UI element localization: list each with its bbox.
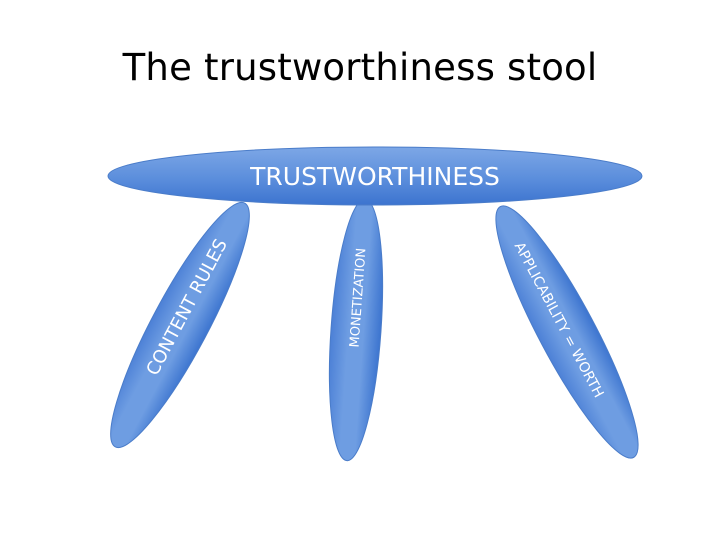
seat-label: TRUSTWORTHINESS: [249, 162, 500, 191]
leg-applicability: APPLICABILITY = WORTH: [495, 205, 639, 459]
leg-content-rules: CONTENT RULES: [110, 201, 250, 449]
leg-label-monetization: MONETIZATION: [348, 248, 370, 348]
stool-seat: TRUSTWORTHINESS: [107, 146, 643, 206]
leg-shape: [110, 201, 250, 449]
page-title: The trustworthiness stool: [122, 46, 598, 89]
leg-monetization: MONETIZATION: [328, 198, 384, 462]
leg-shape: [495, 205, 639, 459]
seat-shape: [107, 146, 643, 206]
